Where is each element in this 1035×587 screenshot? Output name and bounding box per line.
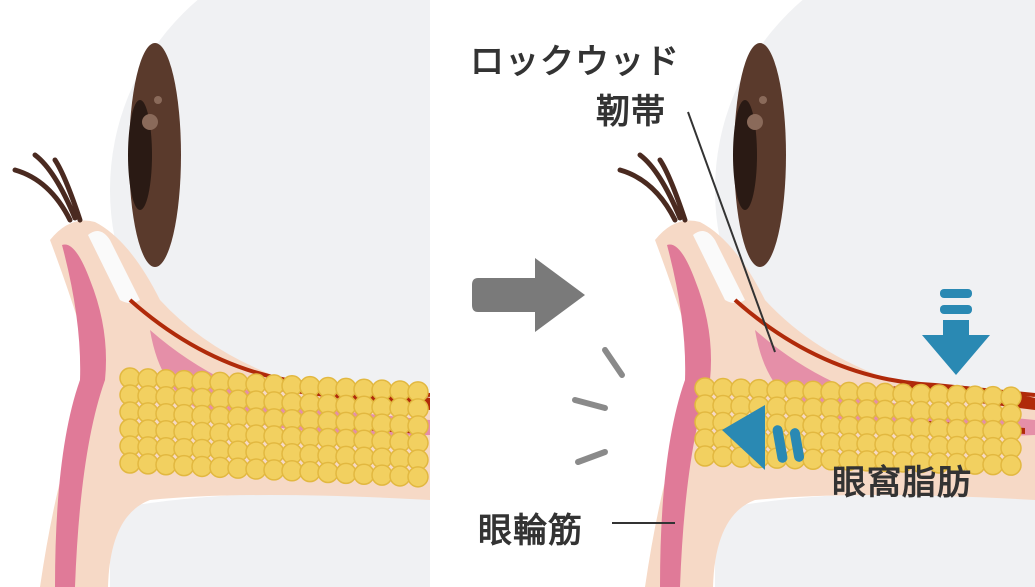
fat-globule bbox=[389, 465, 411, 487]
after-panel bbox=[620, 0, 1035, 587]
fat-globule bbox=[1000, 454, 1022, 476]
orbital-fat-before bbox=[119, 367, 429, 488]
fat-globule bbox=[245, 458, 267, 480]
arrow-right-icon bbox=[472, 258, 585, 332]
lockwood-label-line1: ロックウッド bbox=[470, 42, 680, 82]
orbital-fat-after bbox=[694, 377, 1022, 476]
fat-globule bbox=[802, 448, 824, 470]
fat-globule bbox=[353, 463, 375, 485]
fat-globule bbox=[299, 460, 321, 483]
fat-globule bbox=[694, 445, 716, 467]
orbital-fat-label: 眼窩脂肪 bbox=[832, 463, 972, 503]
fat-globule bbox=[119, 452, 141, 474]
fat-globule bbox=[407, 466, 429, 488]
impact-lines bbox=[572, 347, 625, 465]
fat-globule bbox=[317, 461, 339, 484]
arrow-left-icon bbox=[722, 405, 805, 470]
fat-globule bbox=[281, 460, 303, 482]
fat-globule bbox=[263, 459, 285, 481]
fat-globule bbox=[712, 445, 734, 468]
fat-globule bbox=[982, 453, 1004, 476]
lockwood-label-line2: 靭帯 bbox=[596, 92, 666, 132]
fat-globule bbox=[335, 462, 357, 485]
ligament-pointer-line bbox=[687, 111, 776, 353]
orbicularis-label: 眼輪筋 bbox=[478, 511, 583, 551]
arrow-down-icon bbox=[922, 289, 990, 375]
fat-globule bbox=[173, 454, 195, 477]
fat-globule bbox=[209, 456, 231, 479]
fat-globule bbox=[191, 455, 213, 478]
fat-globule bbox=[155, 453, 177, 476]
fat-globule bbox=[371, 464, 393, 486]
fat-globule bbox=[227, 457, 249, 479]
fat-globule bbox=[137, 453, 159, 475]
